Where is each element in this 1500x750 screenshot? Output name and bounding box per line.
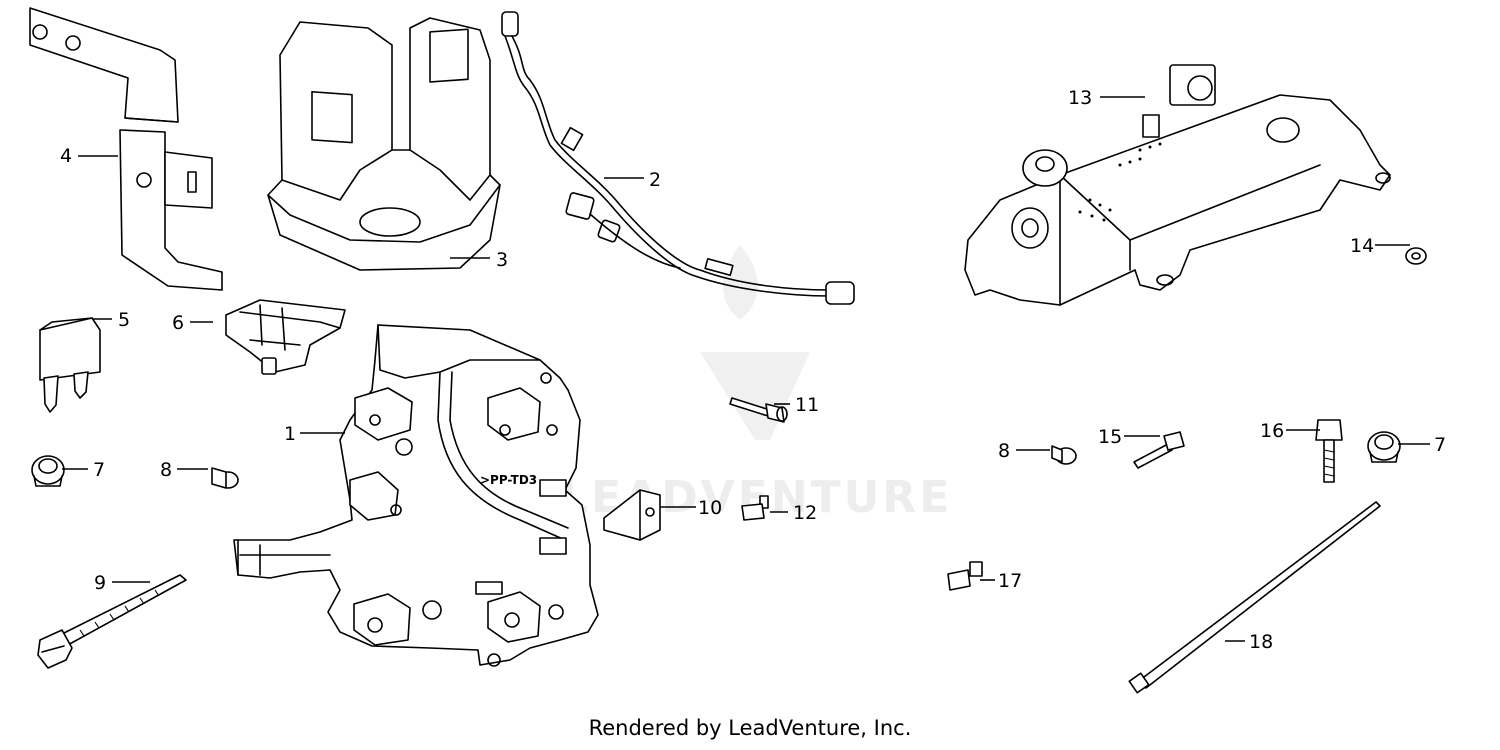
part-18-cable-tie[interactable]: [1128, 501, 1381, 694]
part-8-screw-left[interactable]: [211, 467, 239, 489]
part-12-bolt[interactable]: [741, 495, 769, 521]
part-13-switch-box[interactable]: [964, 64, 1391, 306]
callout-15: 15: [1098, 426, 1122, 448]
callout-7-right: 7: [1434, 434, 1446, 456]
part-8-screw-right[interactable]: [1051, 445, 1077, 465]
callout-11: 11: [795, 394, 819, 416]
callout-1: 1: [284, 423, 296, 445]
part-11-bolt[interactable]: [729, 397, 788, 423]
leadventure-watermark: LEADVENTURE: [560, 245, 949, 523]
part-16-bolt[interactable]: [1315, 419, 1343, 483]
callout-13: 13: [1068, 87, 1092, 109]
callout-8-left: 8: [160, 459, 172, 481]
part-7-nut-left[interactable]: [31, 455, 65, 487]
part-5-fuse[interactable]: [39, 317, 101, 413]
part-10-bracket[interactable]: [603, 489, 661, 541]
callout-2: 2: [649, 169, 661, 191]
part-3-u-bracket[interactable]: [267, 17, 501, 271]
callout-6: 6: [172, 312, 184, 334]
callout-12: 12: [793, 502, 817, 524]
part-6-fuse-holder[interactable]: [225, 299, 346, 375]
callout-numbers: 4 3 2 13 14 5 6 1 7 8 9 10 11 12 8 15 16…: [60, 87, 1446, 653]
panel-marking: >PP-TD3: [480, 473, 537, 487]
part-14-washer[interactable]: [1405, 247, 1427, 265]
callout-18: 18: [1249, 631, 1273, 653]
callout-16: 16: [1260, 420, 1284, 442]
callout-9: 9: [94, 572, 106, 594]
part-1-panel-frame[interactable]: >PP-TD3: [233, 324, 599, 667]
leader-lines: [62, 96, 1430, 642]
part-15-bolt[interactable]: [1133, 431, 1185, 469]
callout-17: 17: [998, 570, 1022, 592]
callout-8-right: 8: [998, 440, 1010, 462]
part-7-nut-right[interactable]: [1367, 431, 1401, 463]
callout-7-left: 7: [93, 459, 105, 481]
part-2-wire-harness[interactable]: [501, 11, 855, 305]
callout-4: 4: [60, 145, 72, 167]
footer-credit: Rendered by LeadVenture, Inc.: [588, 716, 912, 740]
callout-14: 14: [1350, 235, 1374, 257]
callout-3: 3: [496, 249, 508, 271]
callout-10: 10: [698, 497, 722, 519]
part-9-cable-tie-clip[interactable]: [37, 574, 187, 669]
part-4-bracket[interactable]: [29, 7, 223, 291]
part-17-bolt[interactable]: [947, 561, 983, 591]
callout-5: 5: [118, 309, 130, 331]
